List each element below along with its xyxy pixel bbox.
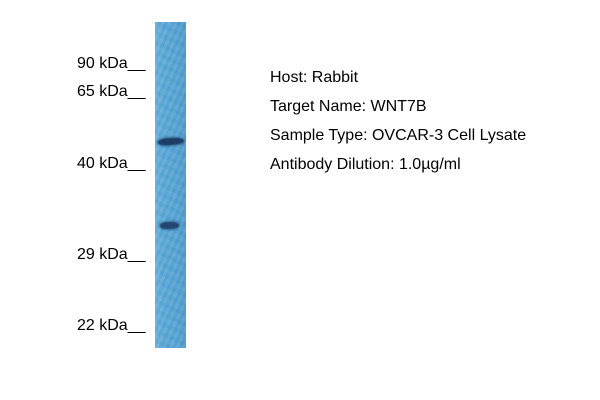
info-line-target-name: Target Name: WNT7B	[270, 98, 427, 115]
marker-label-22kda: 22 kDa__	[77, 317, 146, 334]
marker-label-90kda: 90 kDa__	[77, 55, 146, 72]
info-line-sample-type: Sample Type: OVCAR-3 Cell Lysate	[270, 127, 527, 144]
sample-info-block: Host: Rabbit Target Name: WNT7B Sample T…	[270, 66, 526, 182]
marker-label-65kda: 65 kDa__	[77, 83, 146, 100]
blot-band-upper	[157, 137, 185, 146]
marker-label-40kda: 40 kDa__	[77, 155, 146, 172]
gel-lane	[155, 22, 186, 348]
marker-label-29kda: 29 kDa__	[77, 246, 146, 263]
blot-band-lower	[159, 221, 180, 230]
info-line-antibody-dilution: Antibody Dilution: 1.0µg/ml	[270, 156, 461, 173]
info-line-host: Host: Rabbit	[270, 69, 359, 86]
